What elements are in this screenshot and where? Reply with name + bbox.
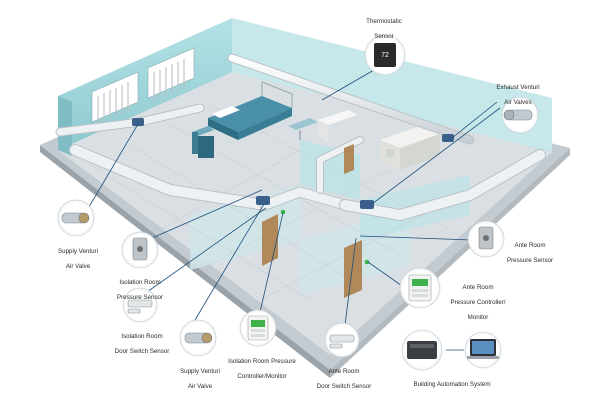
- ante-pressure-label-line1: Ante Room: [514, 241, 546, 249]
- supply-valve-left-label: Supply Venturi Air Valve: [58, 240, 98, 278]
- overbed-table: [288, 118, 318, 140]
- sink-counter: [318, 110, 358, 142]
- windows: [91, 47, 195, 124]
- callout-lines: [85, 69, 501, 351]
- ante-door-label-line1: Ante Room: [328, 367, 360, 375]
- leader-supply-left: [85, 123, 139, 213]
- door-isolation: [262, 214, 278, 266]
- leader-thermostat: [321, 69, 375, 101]
- supply-valve-bottom-label-line2: Air Valve: [187, 382, 213, 390]
- ante-monitor-label-line1: Ante Room: [462, 283, 494, 291]
- left-wall: [58, 96, 72, 156]
- isolation-pressure-label-line2: Pressure Sensor: [116, 293, 164, 301]
- leader-ante-pressure: [359, 235, 473, 241]
- isolation-monitor-label: Isolation Room Pressure Controller/Monit…: [228, 350, 296, 388]
- leader-exhaust-2: [371, 107, 501, 205]
- exhaust-valves-label: Exhaust Venturi Air Valves: [496, 76, 539, 114]
- leader-isolation-door: [146, 207, 267, 293]
- ante-monitor-label-line3: Monitor: [467, 313, 489, 321]
- floor-tiles: [89, 104, 461, 301]
- ductwork: [55, 53, 546, 222]
- supply-valve-left-label-line2: Air Valve: [65, 262, 91, 270]
- leader-ante-door: [344, 237, 357, 326]
- isolation-pressure-label-line1: Isolation Room: [119, 278, 161, 286]
- exhaust-valve-marker-1: [442, 134, 454, 142]
- leader-isolation-pressure: [151, 189, 263, 239]
- isolation-monitor-label-line1: Isolation Room Pressure: [228, 357, 296, 365]
- exhaust-valves-label-line2: Air Valves: [504, 98, 532, 106]
- thermostat-label: Thermostatic Sensor: [366, 10, 402, 48]
- bedside-cart: [192, 126, 214, 158]
- back-wall-right: [232, 18, 552, 152]
- supply-valve-bottom-label: Supply Venturi Air Valve: [180, 360, 220, 398]
- supply-valve-marker-center: [256, 196, 270, 205]
- ante-pressure-label-line2: Pressure Sensor: [506, 256, 554, 264]
- door-switch-dot-1: [280, 209, 286, 215]
- isolation-door-label-line1: Isolation Room: [121, 332, 163, 340]
- ante-monitor-device: [408, 274, 432, 302]
- leader-isolation-monitor: [259, 212, 284, 313]
- ante-door-label-line2: Door Switch Sensor: [316, 382, 372, 390]
- isolation-door-label: Isolation Room Door Switch Sensor: [115, 325, 170, 363]
- isolation-monitor-label-line2: Controller/Monitor: [237, 372, 287, 380]
- thermostat-label-line2: Sensor: [374, 32, 394, 40]
- exhaust-valve-marker-2: [360, 200, 374, 209]
- leader-ante-monitor: [367, 261, 406, 289]
- door-back: [344, 144, 354, 174]
- counter-cabinet: [380, 126, 440, 170]
- exhaust-valves-label-line1: Exhaust Venturi: [496, 83, 540, 91]
- isolation-door-switch-icon: [127, 299, 153, 308]
- supply-valve-left-label-line1: Supply Venturi: [58, 247, 98, 255]
- leader-exhaust-1: [451, 101, 498, 139]
- isolation-pressure-label: Isolation Room Pressure Sensor: [117, 271, 163, 309]
- callout-circles: 72: [57, 34, 539, 371]
- thermostat-label-line1: Thermostatic: [366, 17, 402, 25]
- bas-label: Building Automation System: [413, 373, 490, 396]
- ante-door-label: Ante Room Door Switch Sensor: [317, 360, 372, 398]
- door-ante: [344, 240, 362, 298]
- slab-edge-right: [330, 148, 570, 378]
- leader-supply-bottom: [194, 203, 265, 321]
- ante-monitor-label: Ante Room Pressure Controller/ Monitor: [450, 276, 505, 329]
- thermostat-display: 72: [381, 52, 389, 59]
- curtains: [97, 59, 185, 124]
- supply-valve-marker: [132, 118, 144, 126]
- bas-label-line1: Building Automation System: [413, 380, 491, 388]
- thermostat-device: [374, 43, 396, 67]
- ante-door-switch-icon: [329, 334, 355, 343]
- supply-valve-bottom-label-line1: Supply Venturi: [180, 367, 220, 375]
- hospital-bed: [208, 81, 293, 140]
- ante-pressure-label: Ante Room Pressure Sensor: [507, 234, 553, 272]
- bas-controller-icon: [407, 341, 437, 359]
- ante-monitor-label-line2: Pressure Controller/: [450, 298, 506, 306]
- door-switch-dot-2: [364, 259, 370, 265]
- isolation-door-label-line2: Door Switch Sensor: [114, 347, 170, 355]
